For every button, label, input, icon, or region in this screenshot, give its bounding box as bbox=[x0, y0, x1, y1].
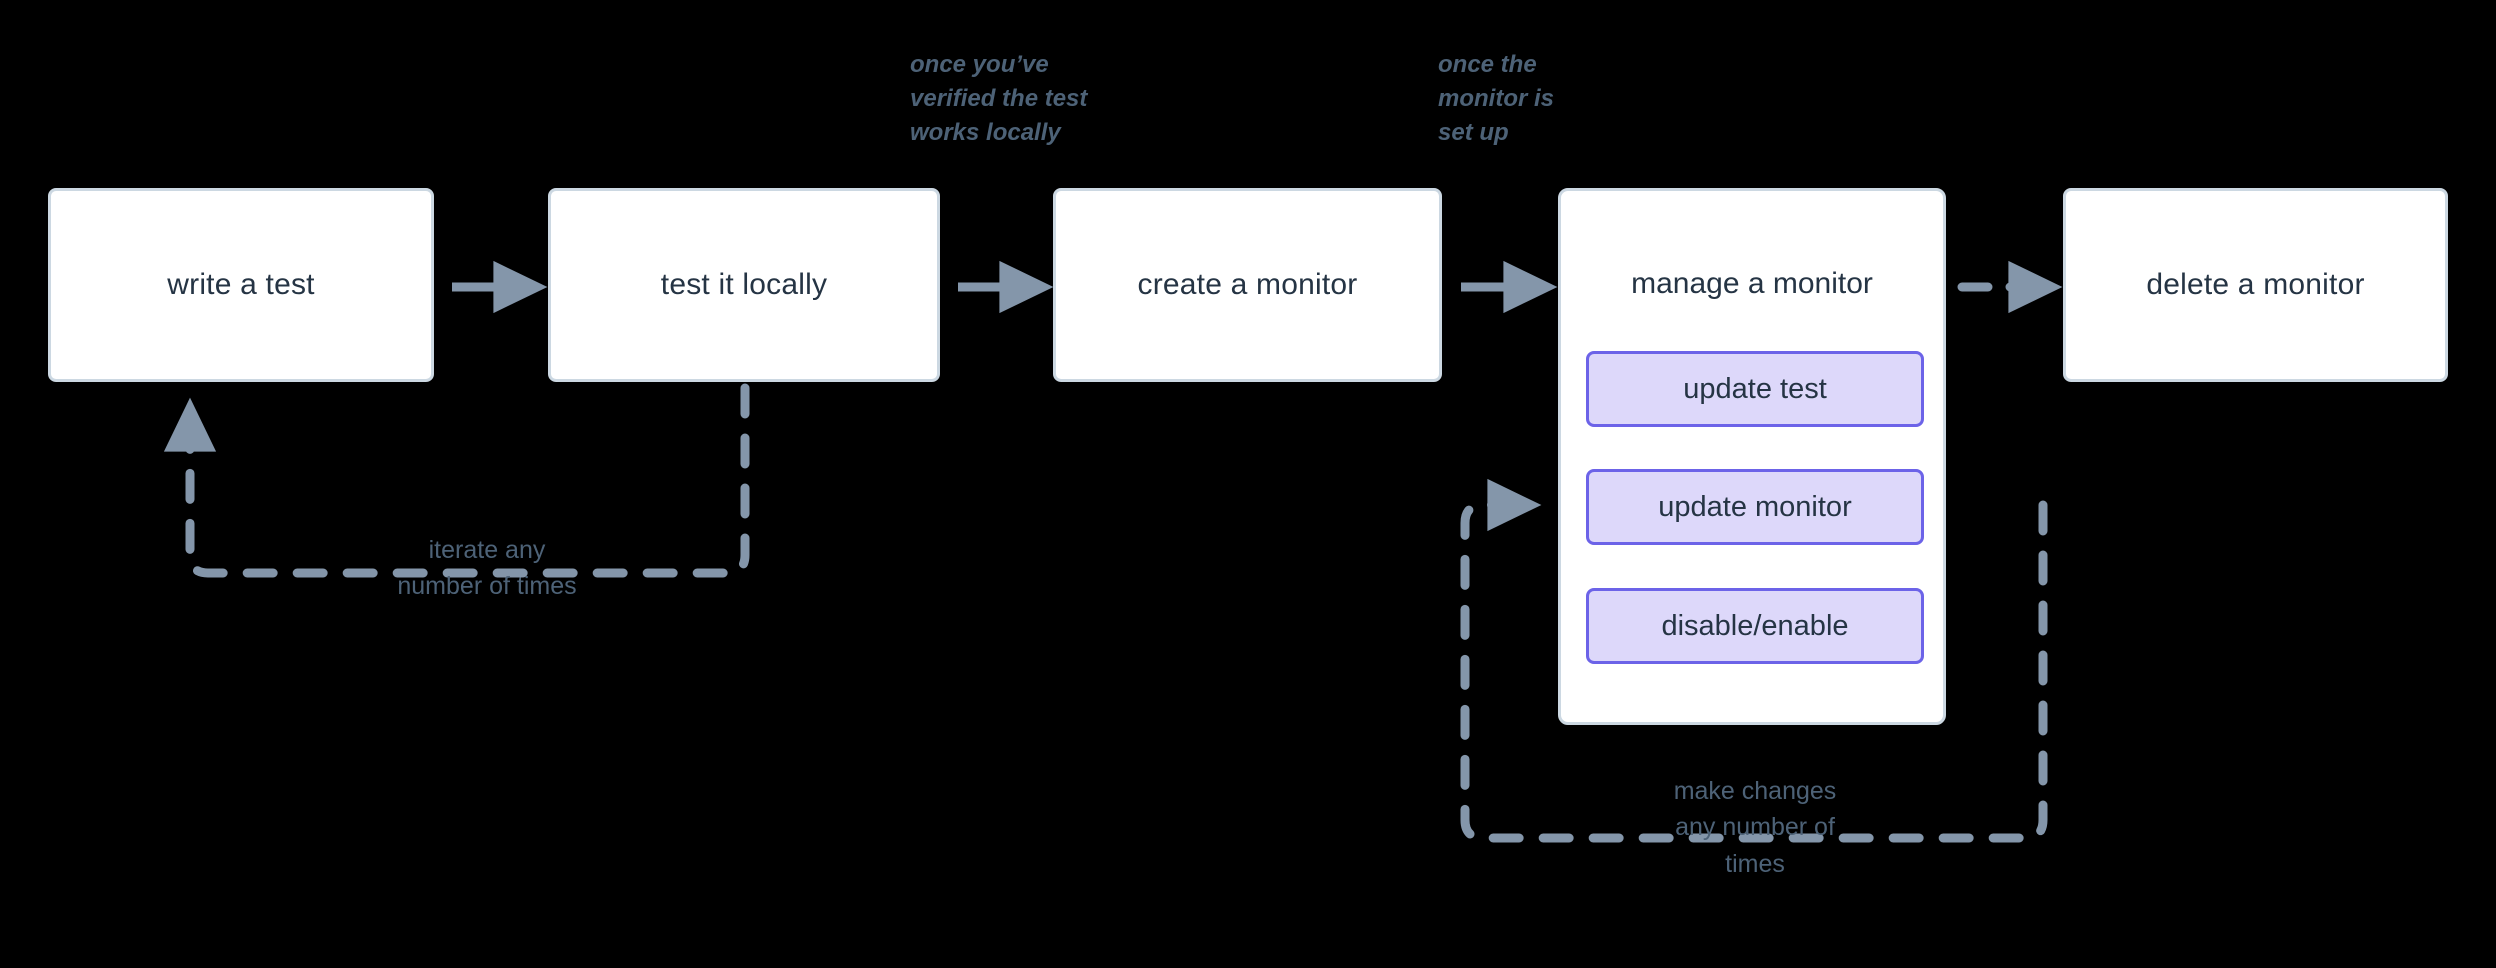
loop-label-make-changes: make changes any number of times bbox=[1673, 777, 1837, 878]
subnode-disable-enable[interactable]: disable/enable bbox=[1586, 588, 1924, 664]
node-manage-a-monitor[interactable]: manage a monitor update test update moni… bbox=[1558, 188, 1946, 725]
node-label-test-it-locally: test it locally bbox=[660, 268, 828, 302]
node-label-delete-a-monitor: delete a monitor bbox=[2146, 268, 2365, 302]
node-label-create-a-monitor: create a monitor bbox=[1137, 268, 1358, 302]
loop-label-iterate: iterate any number of times bbox=[397, 536, 577, 601]
annotation-setup-note: once the monitor is set up bbox=[1438, 51, 1555, 147]
subnode-update-monitor[interactable]: update monitor bbox=[1586, 469, 1924, 545]
subnode-label-update-test: update test bbox=[1683, 372, 1827, 405]
subnode-label-disable-enable: disable/enable bbox=[1661, 609, 1849, 642]
node-write-a-test[interactable]: write a test bbox=[48, 188, 434, 382]
node-test-it-locally[interactable]: test it locally bbox=[548, 188, 940, 382]
node-label-write-a-test: write a test bbox=[167, 268, 315, 302]
subnode-label-update-monitor: update monitor bbox=[1658, 490, 1852, 523]
node-label-manage-a-monitor: manage a monitor bbox=[1631, 267, 1873, 300]
annotation-verified-note: once you’ve verified the test works loca… bbox=[910, 51, 1088, 147]
subnode-update-test[interactable]: update test bbox=[1586, 351, 1924, 427]
node-create-a-monitor[interactable]: create a monitor bbox=[1053, 188, 1442, 382]
node-delete-a-monitor[interactable]: delete a monitor bbox=[2063, 188, 2448, 382]
